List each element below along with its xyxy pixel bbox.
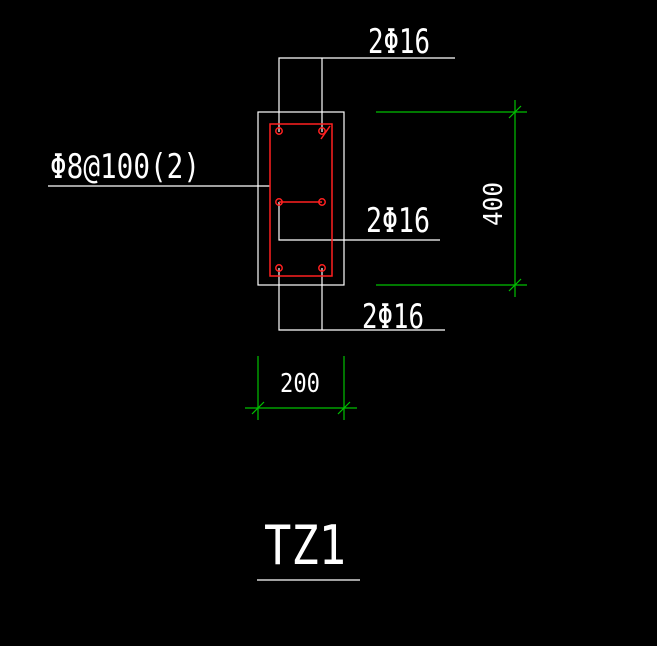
rebar-top-right	[318, 127, 326, 135]
top-bars-label: 2Φ16	[368, 22, 430, 62]
height-tick-bottom	[508, 278, 522, 292]
rebar-top-left	[275, 127, 283, 135]
bottom-bars-label: 2Φ16	[362, 297, 424, 337]
height-dimension-label: 400	[479, 182, 509, 226]
height-tick-top	[508, 105, 522, 119]
drawing-title: TZ1	[264, 514, 346, 577]
rebar-bottom-left	[275, 264, 283, 272]
middle-bars-label: 2Φ16	[366, 201, 430, 241]
width-tick-right	[337, 401, 351, 415]
column-outline	[257, 111, 345, 286]
rebar-group	[269, 123, 333, 277]
bottom-bars-leader	[278, 268, 445, 331]
width-dimension	[245, 356, 357, 420]
top-bars-leader	[278, 57, 455, 132]
rebar-bottom-right	[318, 264, 326, 272]
height-dimension	[376, 100, 527, 297]
stirrup	[269, 123, 333, 277]
width-dimension-label: 200	[280, 369, 320, 399]
width-tick-left	[251, 401, 265, 415]
middle-bars-leader	[278, 202, 440, 241]
leader-lines	[48, 57, 455, 581]
stirrup-label: Φ8@100(2)	[50, 147, 200, 187]
